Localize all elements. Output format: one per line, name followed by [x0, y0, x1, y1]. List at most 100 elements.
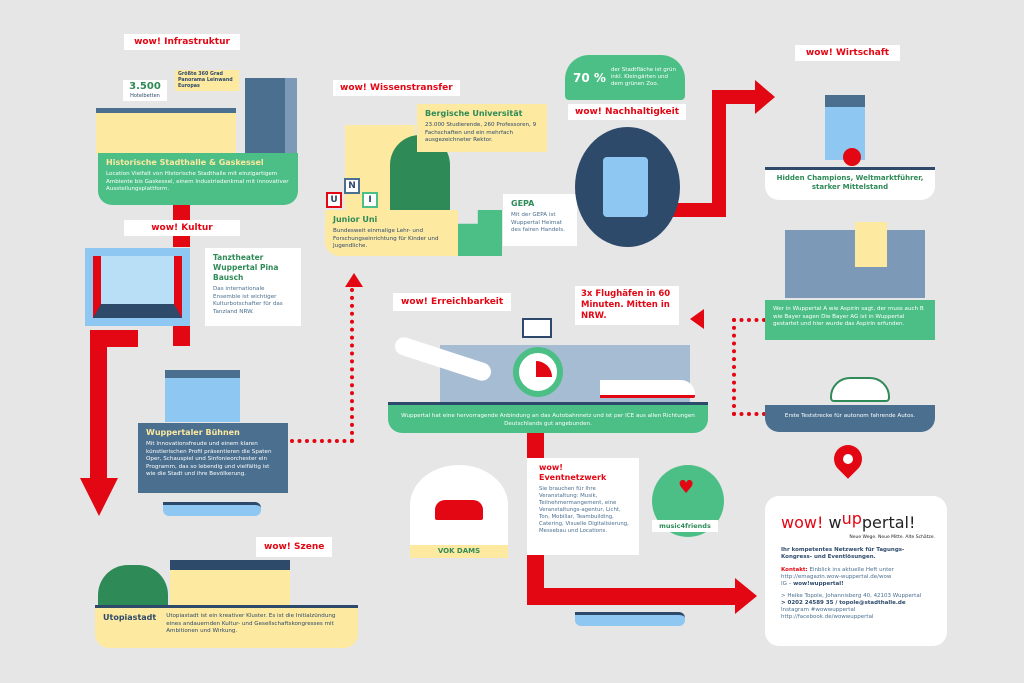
erreichbarkeit-card: Wuppertal hat eine hervorragende Anbindu… [388, 405, 708, 433]
vok-dams-label: VOK DAMS [410, 545, 508, 558]
gaskessel-illustration [245, 78, 297, 154]
infrastruktur-label: wow! Infrastruktur [124, 34, 240, 50]
contact-card: wow! wuppertal! Neue Wege. Neue Mitte. A… [765, 496, 947, 646]
stadthalle-illustration [96, 108, 236, 154]
utopiastadt-text: Utopiastadt ist ein kreativer Kluster. E… [166, 613, 336, 634]
bayer-factory-illustration [785, 222, 925, 298]
bayer-text: Wer in Wuppertal A wie Aspirin sagt, der… [773, 306, 924, 327]
address: > Heike Topole, Johannisberg 40, 42103 W… [781, 593, 922, 599]
dotted-connector [290, 288, 354, 443]
stadthalle-text: Location Vielfalt von Historische Stadth… [106, 171, 289, 192]
tower-illustration [522, 318, 552, 338]
buehnen-title: Wuppertaler Bühnen [146, 428, 240, 437]
ground-line [765, 167, 935, 170]
connector-line [527, 588, 737, 605]
szene-label: wow! Szene [256, 537, 333, 557]
panorama-badge: Größte 360 Grad Panorama Leinwand Europa… [175, 70, 239, 92]
bergische-uni-card: Bergische Universität 23.000 Studierende… [417, 104, 547, 152]
autonomous-car-illustration [830, 377, 890, 402]
tomato-icon [843, 148, 861, 166]
connector-line [90, 330, 107, 480]
ground-line [388, 402, 708, 405]
kultur-label: wow! Kultur [124, 220, 240, 236]
uni-title: Bergische Universität [425, 109, 523, 118]
facebook-link[interactable]: http://facebook.de/wowwuppertal [781, 614, 874, 620]
arrow-up-icon [345, 273, 363, 287]
auto-text: Erste Teststrecke für autonom fahrende A… [784, 413, 916, 419]
connector-line [712, 90, 726, 217]
bayer-card: Wer in Wuppertal A wie Aspirin sagt, der… [765, 300, 935, 340]
arrow-right-icon [735, 578, 757, 614]
auto-card: Erste Teststrecke für autonom fahrende A… [765, 405, 935, 432]
eventnetzwerk-text: Sie brauchen für Ihre Veranstaltung: Mus… [539, 486, 629, 534]
machine-illustration [825, 95, 865, 160]
stadthalle-card: Historische Stadthalle & Gaskessel Locat… [98, 153, 298, 205]
nachhaltigkeit-label: wow! Nachhaltigkeit [568, 104, 687, 120]
utopiastadt-illustration [170, 560, 290, 605]
tagline: Neue Wege. Neue Mitte. Alte Schätze. [849, 535, 935, 540]
block-n: N [344, 178, 360, 194]
tanztheater-title: Tanztheater Wuppertal Pina Bausch [213, 253, 279, 282]
phone-email[interactable]: > 0202 24589 35 / topole@stadthalle.de [781, 600, 906, 606]
utopiastadt-card: Utopiastadt Utopiastadt ist ein kreative… [95, 608, 358, 648]
connector-line [712, 90, 757, 104]
vok-dams-illustration [410, 465, 508, 545]
connector-line [90, 330, 138, 347]
buehnen-card: Wuppertaler Bühnen Mit Innovationsfreude… [138, 423, 288, 493]
arrow-down-icon [80, 478, 118, 516]
dotted-connector [732, 318, 766, 416]
wirtschaft-caption-text: Hidden Champions, Weltmarktführer, stark… [776, 174, 924, 191]
erreichbarkeit-text: Wuppertal hat eine hervorragende Anbindu… [401, 413, 695, 427]
buehnen-text: Mit Innovationsfreude und einem klaren k… [146, 441, 272, 477]
green-text: der Stadtfläche ist grün inkl. Kleingärt… [610, 67, 676, 87]
block-u: U [326, 192, 342, 208]
stadthalle-title: Historische Stadthalle & Gaskessel [106, 158, 264, 167]
instagram: Instagram #wowwuppertal [781, 607, 856, 613]
wissenstransfer-label: wow! Wissenstransfer [333, 80, 460, 96]
gepa-text: Mit der GEPA ist Wuppertal Heimat des fa… [511, 212, 565, 233]
emagazin-link[interactable]: http://emagazin.wow-wuppertal.de/wow [781, 574, 892, 580]
wirtschaft-caption: Hidden Champions, Weltmarktführer, stark… [765, 170, 935, 200]
eventnetzwerk-card: wow! Eventnetzwerk Sie brauchen für Ihre… [527, 458, 639, 555]
junior-uni-text: Bundesweit einmalige Lehr- und Forschung… [333, 228, 439, 249]
intro: Ihr kompetentes Netzwerk für Tagungs-Kon… [781, 547, 905, 560]
hotel-label: Hotelbetten [130, 93, 160, 99]
schwebebahn-illustration [163, 502, 261, 516]
green-cloud: 70 % der Stadtfläche ist grün inkl. Klei… [565, 55, 685, 100]
hotel-badge: 3.500 Hotelbetten [123, 80, 167, 101]
hotel-count: 3.500 [129, 81, 161, 92]
uni-text: 23.000 Studierende, 260 Professoren, 9 F… [425, 122, 537, 143]
shopping-bag-circle [575, 127, 680, 247]
airports-label: 3x Flughäfen in 60 Minuten. Mitten in NR… [575, 286, 679, 325]
opera-illustration [165, 370, 240, 422]
utopiastadt-title: Utopiastadt [103, 613, 157, 622]
ig-handle: wow!wuppertal! [793, 581, 844, 587]
green-steps [458, 210, 502, 256]
ice-train [600, 380, 695, 398]
ground-line [95, 605, 358, 608]
connector-line [173, 326, 190, 346]
tanztheater-text: Das internationale Ensemble ist wichtige… [213, 286, 283, 315]
map-pin-icon [828, 439, 868, 479]
arrow-right-icon [755, 80, 775, 114]
ig-prefix: IG – [781, 581, 794, 587]
kontakt-label: Kontakt: [781, 567, 808, 573]
kontakt-line1: Einblick ins aktuelle Heft unter [809, 567, 894, 573]
connector-line [527, 432, 544, 458]
arrow-left-icon [690, 309, 704, 329]
erreichbarkeit-label: wow! Erreichbarkeit [393, 293, 512, 311]
uni-blocks: U N I [326, 178, 378, 208]
heart-icon: ♥ [678, 477, 695, 498]
train-illustration [575, 612, 685, 626]
block-i: I [362, 192, 378, 208]
music4friends-label: music4friends [652, 520, 718, 532]
logo: wow! wuppertal! [781, 509, 916, 532]
eventnetzwerk-label: wow! Eventnetzwerk [539, 463, 607, 482]
tanztheater-card: Tanztheater Wuppertal Pina Bausch Das in… [205, 248, 301, 326]
junior-uni-card: Junior Uni Bundesweit einmalige Lehr- un… [325, 210, 458, 256]
stage-illustration [85, 248, 190, 326]
gepa-card: GEPA Mit der GEPA ist Wuppertal Heimat d… [503, 194, 577, 246]
clock-icon [513, 347, 563, 397]
wirtschaft-label: wow! Wirtschaft [795, 45, 900, 61]
gepa-title: GEPA [511, 199, 535, 208]
